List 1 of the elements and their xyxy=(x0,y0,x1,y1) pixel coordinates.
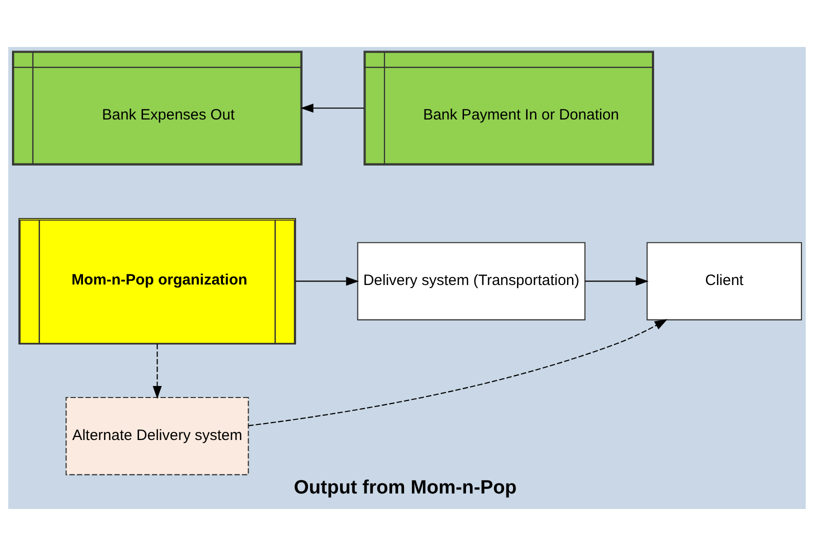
diagram-title: Output from Mom-n-Pop xyxy=(294,477,517,498)
